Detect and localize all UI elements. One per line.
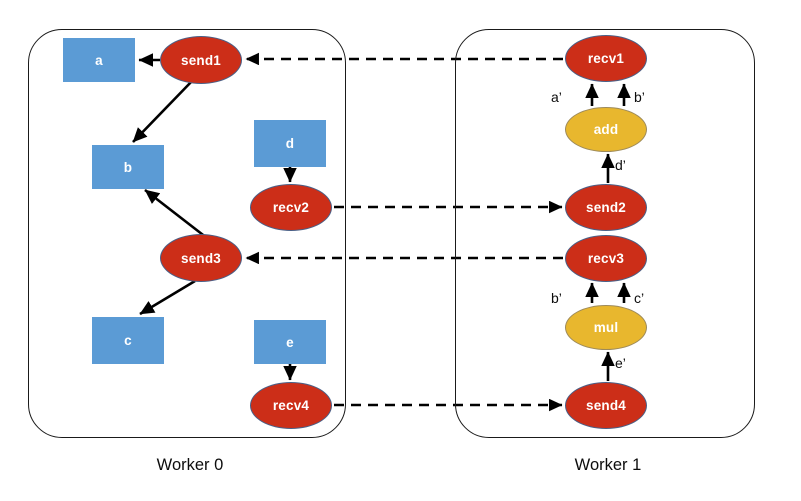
worker1-caption: Worker 1 [574,456,642,474]
node-label-recv3: recv3 [587,251,625,266]
node-mul[interactable]: mul [565,305,647,350]
worker0-caption: Worker 0 [156,456,224,474]
node-label-send1: send1 [180,52,222,68]
edge-send3-to-b [144,188,208,240]
node-label-d: d [285,136,295,151]
edge-label-label-c-prime: c’ [634,290,645,306]
node-recv1[interactable]: recv1 [565,35,647,82]
worker-frame-worker0 [28,29,346,438]
node-label-send3: send3 [180,250,222,266]
node-label-recv1: recv1 [587,51,625,66]
edge-label-label-d-prime: d’ [615,157,626,173]
node-c[interactable]: c [92,317,164,364]
node-label-recv2: recv2 [272,200,310,215]
edge-send1-to-b [132,79,194,143]
node-send3[interactable]: send3 [160,234,242,282]
node-label-mul: mul [593,320,619,335]
node-b[interactable]: b [92,145,164,189]
node-recv3[interactable]: recv3 [565,235,647,282]
edge-label-label-a-prime: a’ [551,89,562,105]
node-recv4[interactable]: recv4 [250,382,332,429]
edge-send3-to-c [139,279,196,316]
edge-label-label-e-prime: e’ [615,355,626,371]
node-a[interactable]: a [63,38,135,82]
edge-label-label-b-prime-top: b’ [634,89,645,105]
node-e[interactable]: e [254,320,326,364]
node-send1[interactable]: send1 [160,36,242,84]
node-label-send4: send4 [585,398,627,413]
node-label-a: a [95,52,103,68]
node-send2[interactable]: send2 [565,184,647,231]
node-send4[interactable]: send4 [565,382,647,429]
worker-frame-worker1 [455,29,755,438]
node-add[interactable]: add [565,107,647,152]
node-label-recv4: recv4 [272,398,310,413]
node-label-e: e [286,334,294,350]
node-label-c: c [124,333,132,348]
node-label-send2: send2 [585,200,627,215]
edge-label-label-b-prime-lower: b’ [551,290,562,306]
node-label-add: add [593,122,619,137]
node-recv2[interactable]: recv2 [250,184,332,231]
node-label-b: b [123,159,133,175]
node-d[interactable]: d [254,120,326,167]
